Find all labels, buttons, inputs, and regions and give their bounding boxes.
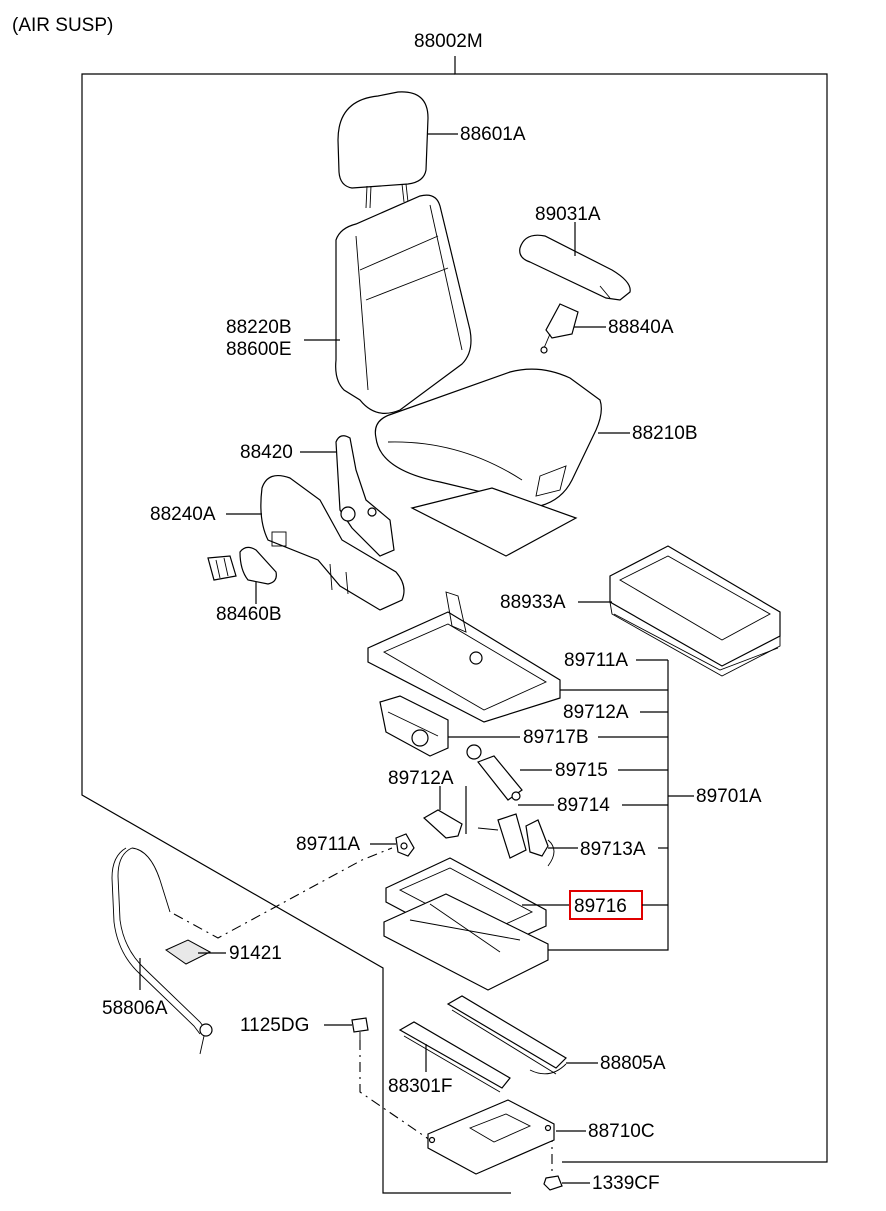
label-89713A[interactable]: 89713A: [580, 839, 646, 860]
label-1339CF[interactable]: 1339CF: [592, 1173, 660, 1194]
variant-note: (AIR SUSP): [12, 15, 113, 36]
label-88210B[interactable]: 88210B: [632, 423, 698, 444]
hose-part: [111, 847, 213, 1055]
label-88710C[interactable]: 88710C: [588, 1121, 655, 1142]
label-89712A-mid[interactable]: 89712A: [388, 768, 454, 789]
seat-back-part: [335, 194, 472, 414]
label-58806A[interactable]: 58806A: [102, 998, 168, 1019]
label-88240A[interactable]: 88240A: [150, 504, 216, 525]
seat-pan-part: [609, 545, 781, 677]
valve-part: [379, 695, 449, 757]
base-assy-part: [383, 857, 549, 991]
label-88805A[interactable]: 88805A: [600, 1053, 666, 1074]
damper-part: [477, 813, 527, 859]
recliner-part: [335, 435, 395, 557]
mount-plate-part: [427, 1099, 555, 1175]
label-89715[interactable]: 89715: [555, 760, 608, 781]
label-plate-part: [164, 939, 212, 965]
label-89717B[interactable]: 89717B: [523, 727, 589, 748]
assembly-bracket-left: [81, 73, 511, 1194]
label-88002M[interactable]: 88002M: [414, 31, 483, 52]
label-88220B[interactable]: 88220B: [226, 317, 292, 338]
nut-part: [543, 1175, 563, 1191]
label-89712A-top[interactable]: 89712A: [563, 702, 629, 723]
label-1125DG[interactable]: 1125DG: [240, 1015, 309, 1036]
bracket-lower-part: [422, 809, 463, 839]
buckle-part: [540, 303, 579, 354]
label-89714[interactable]: 89714: [557, 795, 610, 816]
bolt-route-dash: [359, 1040, 431, 1141]
air-spring-part: [466, 744, 523, 801]
hose-route-dash: [173, 847, 393, 939]
side-shield-part: [260, 475, 405, 611]
armrest-part: [519, 234, 631, 301]
label-91421[interactable]: 91421: [229, 943, 282, 964]
label-89711A-top[interactable]: 89711A: [564, 650, 628, 671]
label-89711A-mid[interactable]: 89711A: [296, 834, 360, 855]
label-88420[interactable]: 88420: [240, 442, 293, 463]
upper-frame-part: [367, 591, 561, 723]
cushion-part: [374, 368, 602, 557]
linkage-part: [525, 819, 555, 867]
frame-link-part: [395, 833, 415, 857]
bolt-part: [351, 1017, 369, 1046]
label-88601A[interactable]: 88601A: [460, 124, 526, 145]
label-89716[interactable]: 89716: [574, 896, 627, 917]
assembly-bracket: [454, 56, 828, 1163]
rail-right-part: [446, 995, 567, 1075]
label-89031A[interactable]: 89031A: [535, 204, 601, 225]
label-88600E[interactable]: 88600E: [226, 339, 292, 360]
knob-part: [207, 546, 277, 585]
label-88933A[interactable]: 88933A: [500, 592, 566, 613]
headrest-part: [337, 91, 429, 209]
rail-left-part: [398, 1021, 511, 1093]
suspension-bracket: [546, 660, 669, 951]
label-88301F[interactable]: 88301F: [388, 1076, 452, 1097]
label-88840A[interactable]: 88840A: [608, 317, 674, 338]
label-89701A[interactable]: 89701A: [696, 786, 762, 807]
label-88460B[interactable]: 88460B: [216, 604, 282, 625]
